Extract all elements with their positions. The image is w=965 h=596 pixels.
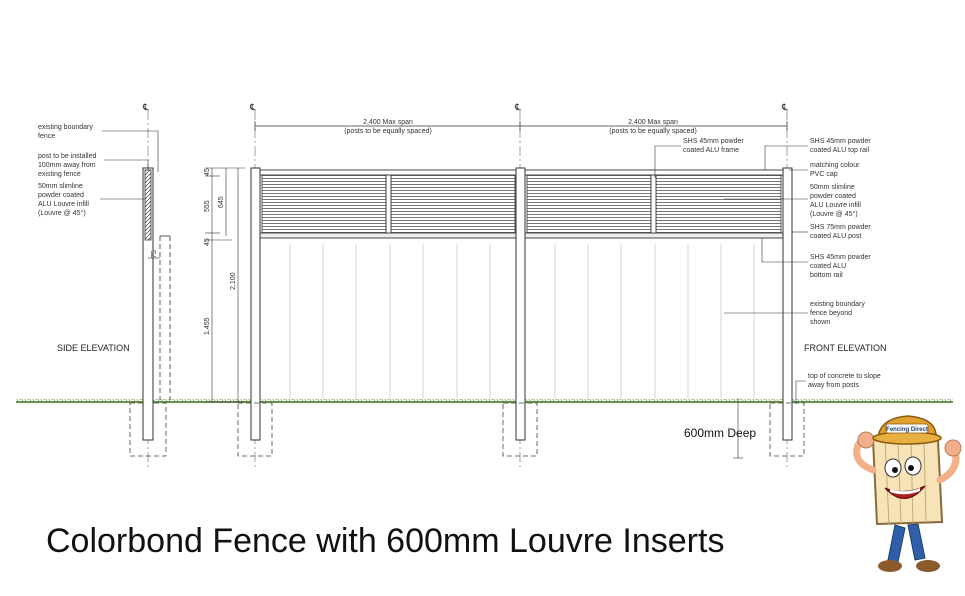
note-post-2: 100mm away from (38, 162, 96, 169)
dim-75: 75 (151, 250, 158, 258)
note-bottom-rail-3: bottom rail (810, 272, 843, 279)
cl-mark-3: ℄ (514, 102, 521, 112)
frame-note-1: SHS 45mm powder (683, 138, 744, 145)
dim-45-bottom: 45 (204, 238, 211, 246)
span-dimensions (254, 121, 788, 131)
note-cap-2: PVC cap (810, 171, 838, 178)
front-elevation-label: FRONT ELEVATION (804, 343, 887, 353)
cl-mark-4: ℄ (781, 102, 788, 112)
posts (250, 167, 793, 441)
span-2-line2: (posts to be equally spaced) (609, 128, 697, 135)
note-bottom-rail-2: coated ALU (810, 263, 846, 270)
note-infill-3: ALU Louvre infill (810, 202, 861, 209)
depth-dimension (733, 398, 743, 459)
note-louvre-3: ALU Louvre infill (38, 201, 89, 208)
dimension-labels: 45 555 645 45 1,455 2,100 75 (151, 168, 237, 335)
note-post-shs-1: SHS 75mm powder (810, 224, 871, 231)
span-1-line1: 2,400 Max span (363, 119, 413, 126)
note-infill-1: 50mm slimline (810, 184, 855, 191)
dim-645: 645 (218, 196, 225, 208)
note-bottom-rail-1: SHS 45mm powder (810, 254, 871, 261)
cl-mark-1: ℄ (142, 102, 149, 112)
note-louvre-1: 50mm slimline (38, 183, 83, 190)
note-infill-4: (Louvre @ 45°) (810, 210, 858, 218)
note-existing-fence-1: existing boundary (38, 124, 93, 131)
note-post-3: existing fence (38, 171, 81, 178)
left-annotations: existing boundary fence post to be insta… (38, 124, 96, 217)
note-beyond-2: fence beyond (810, 310, 852, 317)
note-existing-fence-2: fence (38, 133, 55, 140)
left-leaders (100, 130, 159, 200)
cl-mark-2: ℄ (249, 102, 256, 112)
note-beyond-1: existing boundary (810, 301, 865, 308)
note-top-rail-1: SHS 45mm powder (810, 138, 871, 145)
note-beyond-3: shown (810, 319, 830, 326)
centerline-marks: ℄ ℄ ℄ ℄ (142, 102, 788, 112)
note-infill-2: powder coated (810, 193, 856, 200)
ground-line (16, 399, 953, 403)
depth-label: 600mm Deep (684, 426, 756, 440)
vertical-dimensions (205, 167, 245, 403)
right-annotations: SHS 45mm powder coated ALU top rail matc… (808, 138, 881, 389)
dim-1455: 1,455 (204, 317, 211, 335)
side-elevation-label: SIDE ELEVATION (57, 343, 130, 353)
dim-555: 555 (204, 200, 211, 212)
note-louvre-4: (Louvre @ 45°) (38, 209, 86, 217)
dim-45-top: 45 (204, 168, 211, 176)
dim-2100: 2,100 (230, 272, 237, 290)
note-concrete-1: top of concrete to slope (808, 373, 881, 380)
span-1-line2: (posts to be equally spaced) (344, 128, 432, 135)
frame-leader (654, 145, 681, 178)
frame-note-2: coated ALU frame (683, 147, 739, 154)
louvre-panels (261, 174, 782, 234)
note-louvre-2: powder coated (38, 192, 84, 199)
note-post-1: post to be installed (38, 153, 96, 160)
page-title: Colorbond Fence with 600mm Louvre Insert… (46, 522, 725, 560)
span-2-line1: 2,400 Max span (628, 119, 678, 126)
note-concrete-2: away from posts (808, 382, 859, 389)
note-cap-1: matching colour (810, 162, 860, 169)
note-top-rail-2: coated ALU top rail (810, 147, 870, 154)
right-leaders (724, 145, 808, 402)
note-post-shs-2: coated ALU post (810, 233, 861, 240)
mascot-sign-text: Fencing Direct (886, 427, 928, 433)
centerlines (147, 110, 788, 470)
mascot-image: Fencing Direct (853, 415, 962, 572)
